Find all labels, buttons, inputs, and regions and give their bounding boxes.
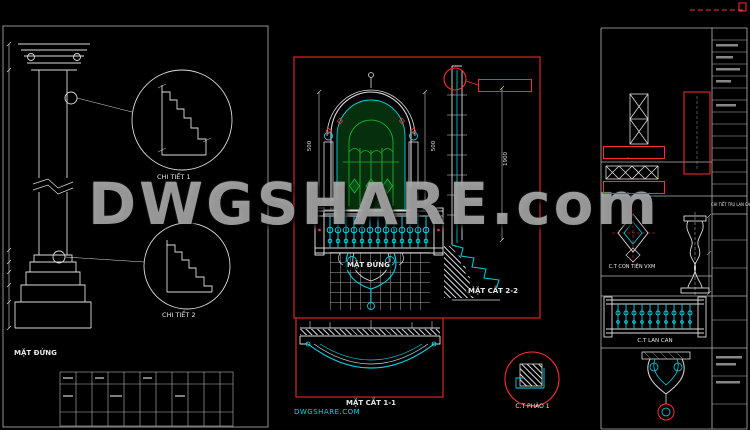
left-sheet-frame — [2, 25, 269, 428]
center-red-frames — [293, 56, 541, 398]
railing-label: C.T LAN CAN — [637, 338, 673, 344]
detail-circle-1 — [131, 69, 233, 171]
section-2-2-drawing — [443, 65, 510, 301]
dwgshare-credit: DWGSHARE.COM — [294, 408, 361, 416]
plan-1-1-drawing — [299, 320, 441, 369]
phao1-hatch — [520, 364, 542, 386]
dim-section-height: 1900 — [502, 152, 509, 167]
railing-post-detail — [612, 210, 656, 264]
phao-1-detail-drawing — [504, 351, 560, 407]
railing-elevation-drawing — [603, 296, 707, 338]
dim-window-right: 500 — [430, 140, 437, 152]
balcony-balustrade-drawing — [314, 207, 444, 256]
detail-circle-2 — [143, 222, 231, 310]
wall-tile-grid — [330, 252, 430, 310]
detail-phao-2-callout: CHI TIẾT PHÀO 2 — [478, 79, 532, 92]
schedule-table — [59, 371, 234, 427]
left-elevation-label: MẶT ĐỨNG — [14, 349, 57, 357]
corbel-detail-drawing — [641, 351, 691, 421]
detail-1-label: CHI TIẾT 1 — [157, 173, 191, 181]
section-1-1-label: MẶT CẮT 1-1 — [345, 399, 396, 407]
dim-window-left: 500 — [306, 140, 313, 152]
baluster-profile-drawing — [680, 212, 712, 297]
plan-band-hatch — [300, 329, 440, 335]
ornament-pattern-1 — [629, 93, 649, 145]
pattern-callout-2: HOA TIẾT TRANG TRÍ — [603, 181, 665, 194]
red-plaque-frame — [683, 91, 711, 175]
ornament-pattern-2 — [605, 165, 659, 180]
titleblock-text-marks — [716, 44, 742, 384]
pattern-callout-1: HOA TIẾT TRANG TRÍ — [603, 146, 665, 159]
detail-2-label: CHI TIẾT 2 — [162, 311, 196, 319]
window-elevation-drawing — [316, 72, 428, 215]
top-right-red-marks — [690, 2, 747, 12]
center-elevation-label: MẶT ĐỨNG — [345, 261, 392, 270]
post-detail-label: CHI TIẾT TRỤ LAN CAN — [711, 203, 750, 208]
baluster-label: C.T CON TIỆN VXM — [608, 264, 656, 270]
detail-callout-circle — [443, 67, 467, 91]
watermark-text: DWGSHARE.com — [88, 170, 660, 238]
section-2-2-label: MẶT CẮT 2-2 — [466, 287, 521, 296]
right-sheet-frame — [600, 27, 748, 430]
phao-1-label: C.T PHÀO 1 — [515, 403, 550, 410]
column-elevation-drawing — [6, 41, 145, 331]
table-text-marks — [63, 377, 185, 397]
